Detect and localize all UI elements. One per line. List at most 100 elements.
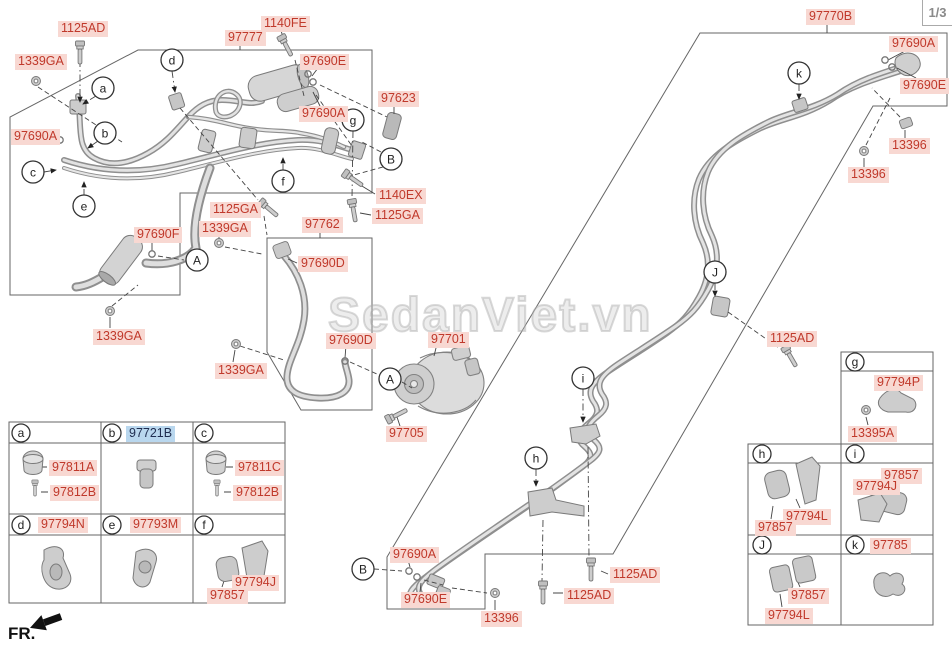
part-label-97690f-diagram[interactable]: 97690F — [134, 227, 183, 243]
part-label-1140fe-diagram[interactable]: 1140FE — [261, 16, 310, 32]
part-label-13395a-box-g[interactable]: 13395A — [848, 426, 898, 442]
part-label-97690a-diagram[interactable]: 97690A — [11, 129, 61, 145]
svg-text:i: i — [582, 372, 585, 386]
reference-circle-e: e — [72, 194, 96, 218]
part-label-97794l-box-h[interactable]: 97794L — [783, 509, 831, 525]
fr-label: FR. — [8, 624, 36, 643]
part-label-97690a-diagram[interactable]: 97690A — [390, 547, 440, 563]
part-label-13396-diagram[interactable]: 13396 — [889, 138, 930, 154]
reference-circle-a: a — [91, 76, 115, 100]
part-label-97690e-diagram[interactable]: 97690E — [401, 592, 451, 608]
part-label-97857-table-f[interactable]: 97857 — [207, 588, 248, 604]
reference-circle-k: k — [787, 61, 811, 85]
part-label-97777-diagram[interactable]: 97777 — [225, 30, 266, 46]
part-label-97794n-table-d[interactable]: 97794N — [38, 517, 88, 533]
part-label-97690e-diagram[interactable]: 97690E — [300, 54, 350, 70]
reference-circle-h: h — [524, 446, 548, 470]
svg-text:A: A — [193, 254, 201, 268]
svg-text:b: b — [109, 426, 116, 440]
svg-text:e: e — [109, 518, 116, 532]
svg-text:J: J — [712, 266, 718, 280]
part-label-97794j-box-i[interactable]: 97794J — [853, 479, 901, 495]
detail-boxes-grid — [747, 351, 934, 626]
page-indicator-badge: 1/3 — [922, 0, 952, 26]
part-label-97762-diagram[interactable]: 97762 — [302, 217, 343, 233]
muffler-and-drier-parts — [69, 63, 402, 286]
part-label-97690d-diagram[interactable]: 97690D — [326, 333, 376, 349]
svg-text:f: f — [202, 518, 206, 532]
part-label-97690e-diagram[interactable]: 97690E — [900, 78, 950, 94]
svg-text:B: B — [387, 153, 395, 167]
reference-circle-k: k — [845, 535, 865, 555]
part-label-97793m-table-e[interactable]: 97793M — [130, 517, 182, 533]
svg-text:h: h — [533, 452, 540, 466]
reference-circle-J: J — [703, 260, 727, 284]
svg-text:d: d — [18, 518, 25, 532]
reference-circle-A: A — [185, 248, 209, 272]
svg-text:J: J — [759, 538, 765, 552]
part-label-1125ad-diagram[interactable]: 1125AD — [58, 21, 109, 37]
svg-text:i: i — [854, 447, 857, 461]
table-parts — [22, 450, 269, 590]
svg-text:d: d — [169, 54, 176, 68]
svg-text:k: k — [852, 538, 859, 552]
svg-text:h: h — [759, 447, 766, 461]
part-label-1125ga-diagram[interactable]: 1125GA — [210, 202, 261, 218]
part-label-97857-box-h[interactable]: 97857 — [755, 520, 796, 536]
part-label-1339ga-diagram[interactable]: 1339GA — [15, 54, 67, 70]
part-label-1125ad-diagram[interactable]: 1125AD — [610, 567, 661, 583]
part-label-97701-diagram[interactable]: 97701 — [428, 332, 469, 348]
reference-circle-h: h — [752, 444, 772, 464]
part-label-97812b-table-c[interactable]: 97812B — [233, 485, 283, 501]
fr-direction-arrow — [30, 613, 63, 631]
part-label-97785-box-k[interactable]: 97785 — [870, 538, 911, 554]
part-label-97794j-table-f[interactable]: 97794J — [232, 575, 280, 591]
reference-circle-i: i — [845, 444, 865, 464]
part-label-97770b-diagram[interactable]: 97770B — [806, 9, 856, 25]
part-label-97794l-box-j[interactable]: 97794L — [765, 608, 813, 624]
part-label-1125ga-diagram[interactable]: 1125GA — [372, 208, 423, 224]
reference-circle-b: b — [93, 121, 117, 145]
pipes-right-assembly — [406, 52, 921, 603]
part-label-97690a-diagram[interactable]: 97690A — [889, 36, 939, 52]
part-label-97794p-box-g[interactable]: 97794P — [874, 375, 924, 391]
reference-circle-e: e — [102, 515, 122, 535]
part-label-97811c-table-c[interactable]: 97811C — [235, 460, 284, 476]
part-label-97811a-table-a[interactable]: 97811A — [49, 460, 98, 476]
part-label-97812b-table-a[interactable]: 97812B — [50, 485, 100, 501]
part-label-1339ga-diagram[interactable]: 1339GA — [93, 329, 145, 345]
part-label-97721b-table-b[interactable]: 97721B — [126, 426, 176, 442]
svg-text:b: b — [102, 127, 109, 141]
leader-lines — [37, 22, 917, 610]
part-label-1339ga-diagram[interactable]: 1339GA — [199, 221, 251, 237]
hose-97762 — [272, 241, 353, 402]
part-label-1125ad-diagram[interactable]: 1125AD — [564, 588, 615, 604]
svg-text:c: c — [201, 426, 207, 440]
svg-text:g: g — [852, 355, 859, 369]
part-label-1140ex-diagram[interactable]: 1140EX — [376, 188, 426, 204]
reference-circle-B: B — [351, 557, 375, 581]
part-label-97857-box-j[interactable]: 97857 — [788, 588, 829, 604]
reference-circle-d: d — [11, 515, 31, 535]
reference-circle-b: b — [102, 423, 122, 443]
reference-circle-B: B — [379, 147, 403, 171]
svg-text:a: a — [18, 426, 25, 440]
svg-text:c: c — [30, 166, 36, 180]
part-label-13396-diagram[interactable]: 13396 — [848, 167, 889, 183]
reference-circle-f: f — [194, 515, 214, 535]
part-label-1339ga-diagram[interactable]: 1339GA — [215, 363, 267, 379]
compressor-97701 — [393, 345, 485, 415]
svg-text:g: g — [350, 114, 357, 128]
part-label-13396-diagram[interactable]: 13396 — [481, 611, 522, 627]
part-label-97690a-diagram[interactable]: 97690A — [299, 106, 349, 122]
part-label-1125ad-diagram[interactable]: 1125AD — [767, 331, 818, 347]
part-label-97623-diagram[interactable]: 97623 — [378, 91, 419, 107]
region-boxes — [9, 32, 948, 610]
part-label-97705-diagram[interactable]: 97705 — [386, 426, 427, 442]
reference-circle-f: f — [271, 169, 295, 193]
part-label-97690d-diagram[interactable]: 97690D — [298, 256, 348, 272]
svg-text:f: f — [281, 175, 285, 189]
svg-text:A: A — [386, 373, 394, 387]
